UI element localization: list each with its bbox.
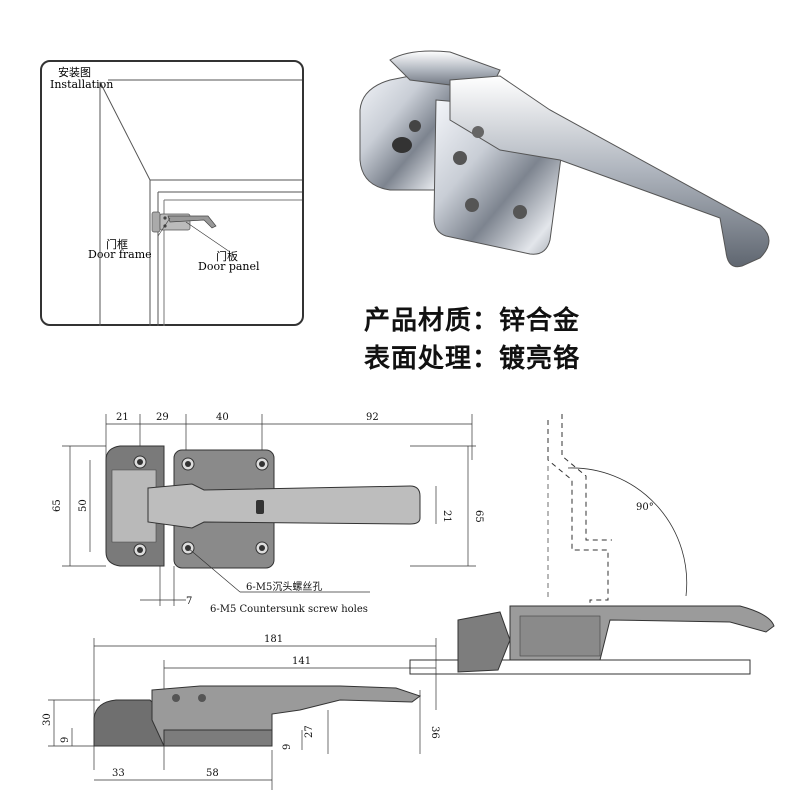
- installation-drawing: [99, 79, 302, 326]
- dim-29-top: 29: [156, 412, 169, 423]
- dim-21-top: 21: [116, 412, 129, 423]
- installation-title-en: Installation: [50, 78, 114, 91]
- dim-65-right: 65: [473, 510, 484, 523]
- door-panel-label-cn: 门板: [216, 250, 238, 263]
- holes-label-cn: 6-M5沉头螺丝孔: [246, 580, 322, 593]
- installation-panel: 安装图 Installation 门框 Door frame 门板 Door p…: [40, 60, 304, 326]
- holes-label-en: 6-M5 Countersunk screw holes: [210, 604, 368, 615]
- dim-7-bottom: 7: [186, 596, 192, 607]
- dim-58: 58: [206, 768, 219, 779]
- dim-40-top: 40: [216, 412, 229, 423]
- dim-30: 30: [42, 713, 53, 726]
- dim-50-left: 50: [78, 499, 89, 512]
- door-frame-label-en: Door frame: [88, 248, 152, 261]
- product-photo: [359, 50, 770, 268]
- door-frame-label-cn: 门框: [106, 238, 128, 251]
- installation-title-cn: 安装图: [58, 66, 91, 79]
- dim-9-right: 9: [282, 744, 293, 750]
- dim-21-right: 21: [441, 510, 452, 523]
- dim-181: 181: [264, 634, 283, 645]
- rotation-diagram: 90°: [409, 414, 775, 675]
- spec-finish: 表面处理：镀亮铬: [364, 344, 581, 374]
- dim-33: 33: [112, 768, 125, 779]
- dim-141: 141: [292, 656, 311, 667]
- dim-92-top: 92: [366, 412, 379, 423]
- dim-9-left: 9: [60, 737, 71, 743]
- spec-material: 产品材质：锌合金: [364, 306, 581, 336]
- door-panel-label-en: Door panel: [198, 260, 260, 273]
- dim-27: 27: [304, 725, 315, 738]
- mini-latch-icon: [151, 211, 217, 233]
- top-view-drawing: 21 29 40 92 65 50 21 65 7 6-M5沉头螺丝孔 6-M5…: [52, 412, 484, 615]
- side-view-drawing: 181 141 30 9 9 27 36 33 58: [42, 634, 440, 790]
- dim-65-left: 65: [52, 499, 63, 512]
- angle-label: 90°: [636, 502, 654, 513]
- dim-36: 36: [429, 726, 440, 739]
